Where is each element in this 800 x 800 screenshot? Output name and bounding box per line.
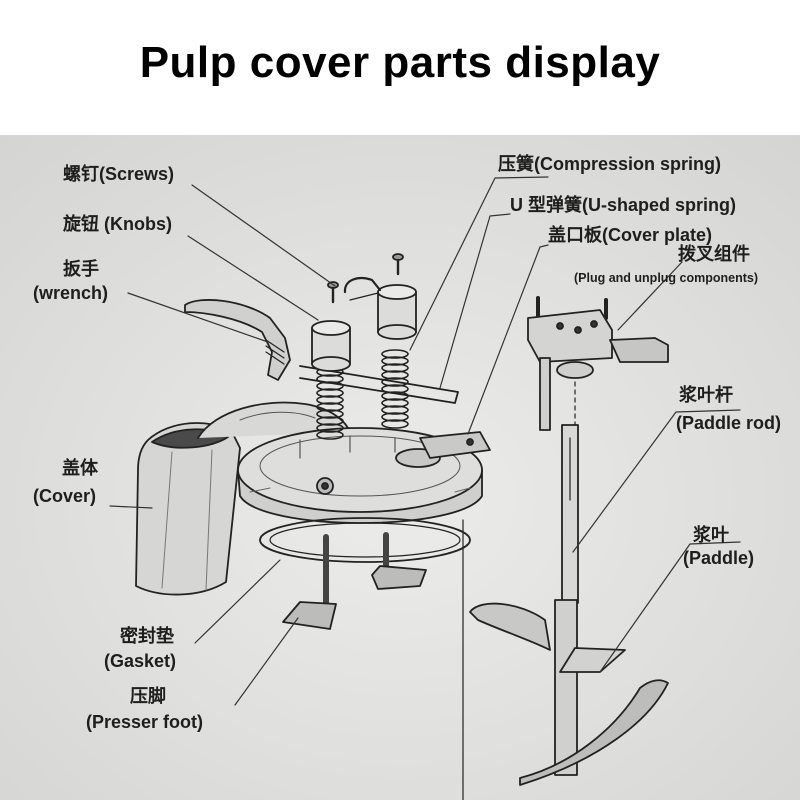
cover-plate [419,431,491,459]
leader-knobs [187,235,319,321]
fork-component [527,296,669,431]
label-knobs: 旋钮 (Knobs) [63,214,172,234]
main-body [237,427,483,524]
page-title: Pulp cover parts display [139,38,661,87]
leader-fork [617,261,683,331]
label-gasket-en: (Gasket) [104,651,177,671]
leader-screws [191,184,336,287]
label-wrench-en: (wrench) [33,283,109,303]
gasket [259,517,471,563]
leader-u-spring [439,213,511,389]
label-fork-cn: 拨叉组件 [678,244,750,264]
leader-cover-plate [467,244,549,435]
knobs [311,276,417,372]
label-paddle-cn: 浆叶 [693,525,729,545]
paddle-rod [462,424,579,800]
label-compression-spring: 压簧(Compression spring) [498,154,722,174]
label-cover-en: (Cover) [33,486,97,506]
screws [327,253,404,304]
wrench [184,299,291,381]
leader-lines [109,176,741,706]
leader-cover [109,505,153,509]
leader-compression-spring [409,176,549,351]
leader-presser-foot [234,617,299,706]
label-wrench-cn: 扳手 [63,259,99,279]
label-presser-en: (Presser foot) [86,712,204,732]
leader-paddle [599,541,741,673]
cover-body [135,422,241,596]
leader-wrench [127,292,269,343]
leader-gasket [194,559,281,644]
label-cover-cn: 盖体 [62,458,98,478]
label-paddle-en: (Paddle) [683,548,755,568]
presser-feet [282,532,427,630]
label-gasket-cn: 密封垫 [120,626,174,646]
leader-paddle-rod [572,409,741,553]
label-rod-en: (Paddle rod) [676,413,782,433]
label-rod-cn: 浆叶杆 [679,385,733,405]
label-fork-en: (Plug and unplug components) [574,271,759,285]
label-presser-cn: 压脚 [130,686,166,706]
label-u-spring: U 型弹簧(U-shaped spring) [510,195,737,215]
label-cover-plate: 盖口板(Cover plate) [548,225,713,245]
u-shaped-spring [299,365,459,404]
label-screws: 螺钉(Screws) [63,164,175,184]
